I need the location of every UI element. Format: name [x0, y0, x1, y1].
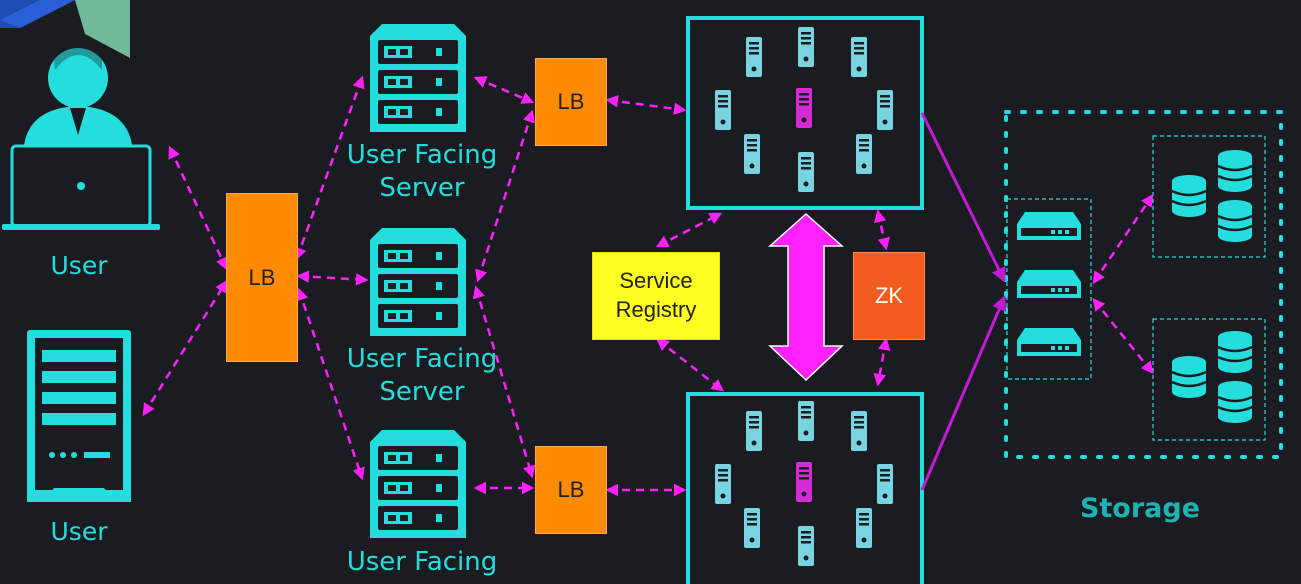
server-rack-icon — [370, 430, 466, 538]
node-icon — [856, 134, 872, 174]
storage-label: Storage — [1079, 493, 1201, 524]
node-icon — [715, 90, 731, 130]
database-icon — [1170, 354, 1208, 400]
database-icon — [1170, 173, 1208, 219]
load-balancer-bottom: LB — [535, 446, 607, 534]
leader-node-icon — [796, 88, 812, 128]
storage-links — [920, 112, 1007, 491]
connector-arrows — [142, 75, 1154, 497]
node-icon — [715, 464, 731, 504]
replication-double-arrow — [768, 212, 844, 382]
lb-label: LB — [557, 89, 585, 114]
laptop-user-icon — [2, 45, 160, 230]
cluster-bottom-nodes — [715, 401, 893, 566]
node-icon — [798, 526, 814, 566]
corner-green-shape — [75, 0, 130, 58]
server-label-2: User Facing Server — [346, 344, 498, 407]
service-registry-line2: Registry — [615, 297, 697, 322]
storage-servers-group — [1006, 198, 1092, 380]
service-registry-line1: Service — [619, 268, 693, 294]
database-icon — [1216, 148, 1254, 194]
lb-label: LB — [557, 477, 585, 502]
database-icon — [1216, 379, 1254, 425]
node-icon — [856, 508, 872, 548]
server-tower-icon — [27, 330, 131, 502]
user-label: User — [50, 517, 108, 546]
user-label: User — [50, 251, 108, 280]
cluster-top-nodes — [715, 27, 893, 192]
storage-boundary — [1004, 110, 1283, 459]
node-icon — [744, 134, 760, 174]
service-registry-box: Service Registry — [592, 252, 720, 340]
database-icon — [1216, 198, 1254, 244]
load-balancer-top: LB — [535, 58, 607, 146]
node-icon — [877, 90, 893, 130]
database-group-bottom — [1152, 318, 1266, 441]
node-icon — [798, 401, 814, 441]
db-server-icon — [1017, 328, 1081, 356]
node-icon — [746, 411, 762, 451]
node-icon — [744, 508, 760, 548]
database-icon — [1216, 329, 1254, 375]
leader-node-icon — [796, 462, 812, 502]
server-rack-icon — [370, 228, 466, 336]
db-server-icon — [1017, 212, 1081, 240]
zookeeper-box: ZK — [853, 252, 925, 340]
zk-label: ZK — [874, 283, 904, 308]
node-icon — [851, 37, 867, 77]
load-balancer-main: LB — [226, 193, 298, 362]
server-label-3: User Facing — [346, 547, 498, 577]
db-server-icon — [1017, 270, 1081, 298]
server-rack-icon — [370, 24, 466, 132]
server-label-1: User Facing Server — [346, 140, 498, 203]
corner-blue-shape-2 — [0, 0, 75, 28]
lb-label: LB — [248, 264, 276, 290]
node-icon — [877, 464, 893, 504]
node-icon — [851, 411, 867, 451]
database-group-top — [1152, 135, 1266, 258]
node-icon — [798, 27, 814, 67]
node-icon — [798, 152, 814, 192]
node-icon — [746, 37, 762, 77]
